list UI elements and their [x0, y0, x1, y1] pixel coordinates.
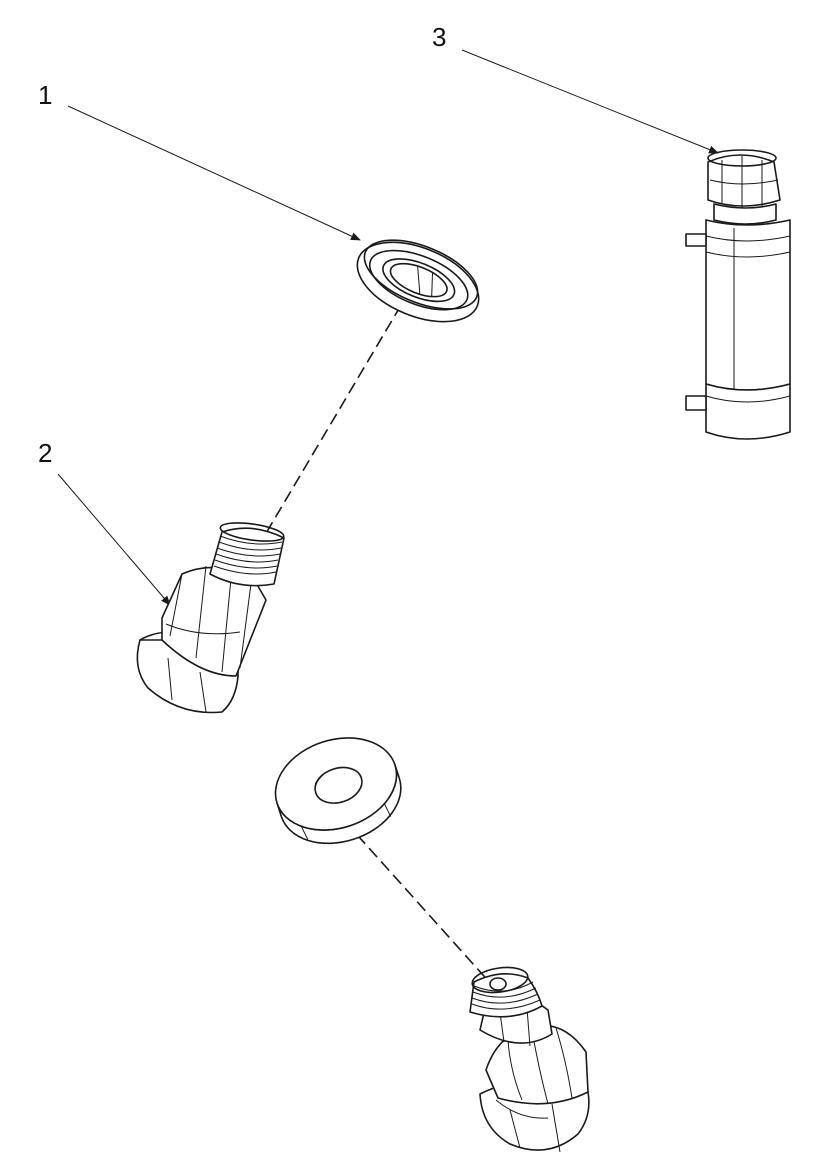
part-straight-fitting: [136, 522, 285, 714]
part-cylinder: [685, 149, 791, 440]
assembly-line-upper: [261, 289, 411, 541]
callout-1: 1: [38, 80, 361, 241]
callout-1-leader: [67, 105, 361, 241]
part-elbow-fitting: [469, 966, 590, 1153]
part-thick-washer: [274, 737, 402, 845]
part-bearing-ring: [356, 239, 480, 323]
callout-2: 2: [38, 438, 171, 606]
callout-1-label: 1: [38, 80, 52, 110]
callout-2-leader: [57, 473, 171, 606]
callout-3: 3: [432, 22, 719, 154]
callout-3-leader: [461, 49, 719, 154]
callout-3-label: 3: [432, 22, 446, 52]
callout-2-label: 2: [38, 438, 52, 468]
